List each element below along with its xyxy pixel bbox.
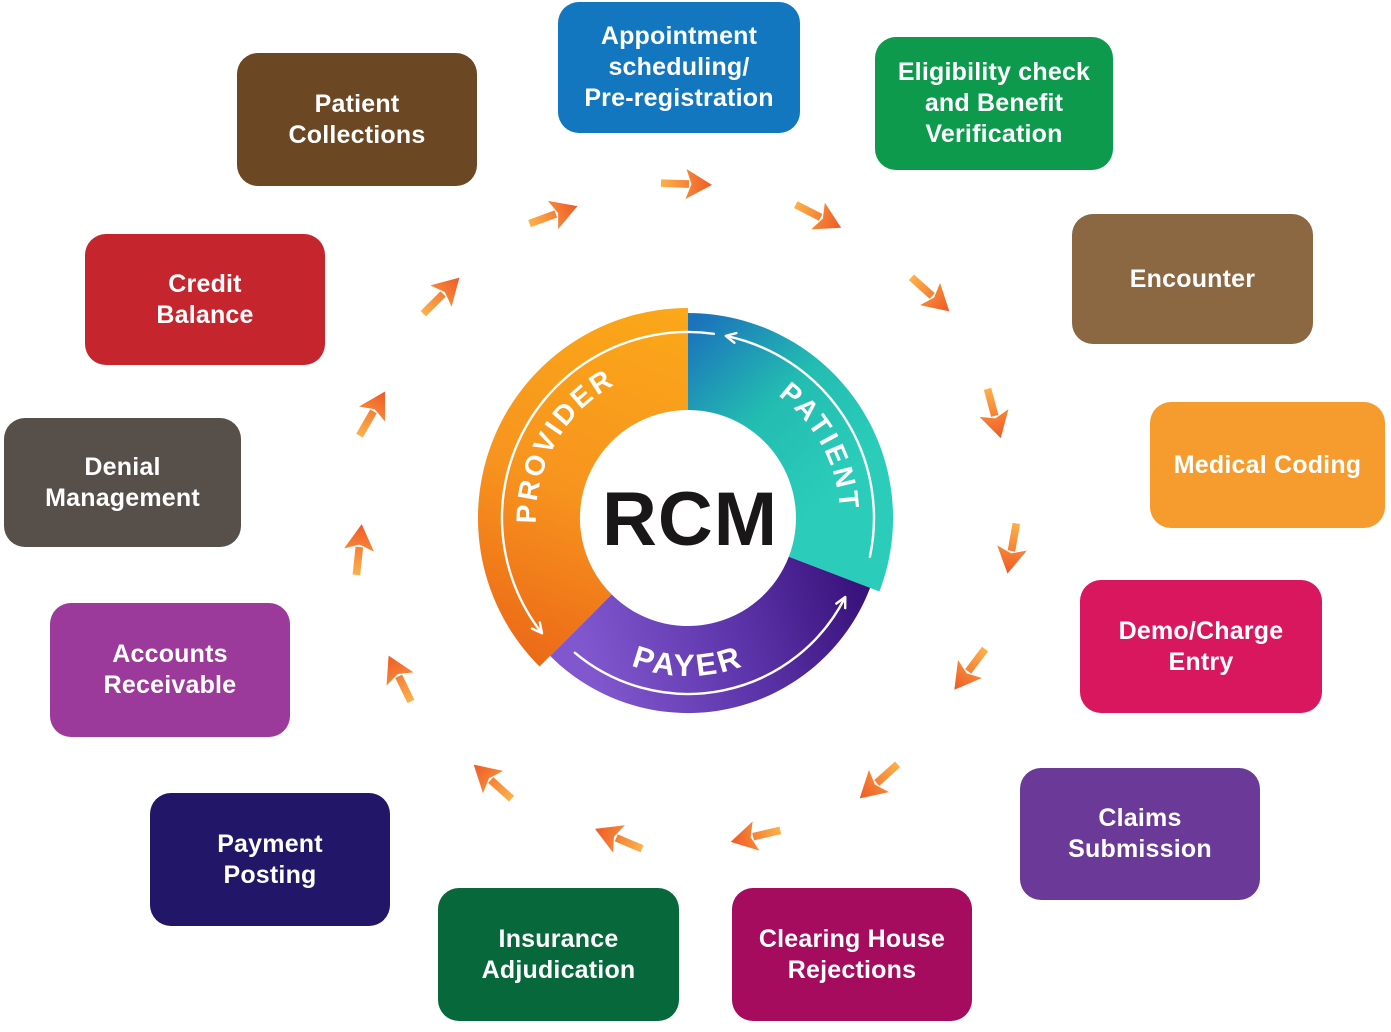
segment-payer xyxy=(550,556,871,714)
step-encounter: Encounter xyxy=(1072,214,1313,344)
flow-arrow-icon xyxy=(942,640,998,699)
flow-arrow-icon xyxy=(341,522,377,577)
step-accounts-receivable: Accounts Receivable xyxy=(50,603,290,737)
step-label-line: Receivable xyxy=(103,671,237,699)
step-label-line: Pre-registration xyxy=(584,84,774,112)
flow-arrow-icon xyxy=(788,191,848,242)
flow-arrow-icon xyxy=(412,267,470,325)
step-label-line: Medical Coding xyxy=(1173,450,1362,479)
step-label-line: Submission xyxy=(1068,835,1212,863)
step-label-line: Rejections xyxy=(787,955,917,984)
step-label-line: Accounts xyxy=(112,640,228,668)
step-label-line: Management xyxy=(45,483,200,512)
segment-provider xyxy=(477,308,688,667)
step-label-line: Denial xyxy=(84,452,161,481)
provider-direction-arrow-icon xyxy=(500,330,716,633)
patient-direction-arrow-icon xyxy=(727,336,876,558)
wheel-center-title: RCM xyxy=(602,477,778,562)
step-label-line: scheduling/ xyxy=(608,53,750,81)
step-label-line: Appointment xyxy=(600,22,758,50)
step-label-line: Claims xyxy=(1098,804,1182,832)
flow-arrow-icon xyxy=(463,753,522,810)
flow-arrow-icon xyxy=(589,815,648,863)
step-label-line: Entry xyxy=(1168,647,1234,676)
step-patient-collections: Patient Collections xyxy=(237,53,477,186)
flow-arrow-icon xyxy=(901,266,960,323)
step-label-line: Verification xyxy=(925,120,1063,148)
step-label-line: Demo/Charge xyxy=(1118,616,1284,645)
flow-arrow-icon xyxy=(524,192,583,238)
flow-arrow-icon xyxy=(346,383,398,444)
payer-direction-arrow-icon xyxy=(573,598,845,696)
step-demo-charge-entry: Demo/Charge Entry xyxy=(1080,580,1322,713)
flow-arrow-icon xyxy=(727,815,784,857)
step-label-line: Encounter xyxy=(1129,264,1256,293)
step-appointment-scheduling: Appointment scheduling/ Pre-registration xyxy=(558,2,800,133)
step-clearing-house-rejections: Clearing House Rejections xyxy=(732,888,972,1021)
flow-arrow-icon xyxy=(992,520,1032,577)
step-label-line: Balance xyxy=(156,300,254,329)
step-label-line: Adjudication xyxy=(481,955,636,984)
step-medical-coding: Medical Coding xyxy=(1150,402,1385,528)
step-eligibility-check: Eligibility check and Benefit Verificati… xyxy=(875,37,1113,170)
step-label-line: Clearing House xyxy=(758,924,946,953)
flow-arrow-icon xyxy=(375,649,425,709)
step-label-line: Eligibility check xyxy=(897,58,1091,86)
step-insurance-adjudication: Insurance Adjudication xyxy=(438,888,679,1021)
step-credit-balance: Credit Balance xyxy=(85,234,325,365)
step-label-line: Posting xyxy=(223,860,317,889)
step-label-line: and Benefit xyxy=(924,89,1064,117)
step-denial-management: Denial Management xyxy=(4,418,241,547)
flow-arrow-icon xyxy=(849,753,908,810)
step-payment-posting: Payment Posting xyxy=(150,793,390,926)
segment-patient xyxy=(688,313,894,592)
step-label-line: Collections xyxy=(288,120,426,149)
step-label-line: Patient xyxy=(314,89,400,118)
step-claims-submission: Claims Submission xyxy=(1020,768,1260,900)
step-label-line: Credit xyxy=(168,269,242,298)
step-label-line: Insurance xyxy=(498,924,619,953)
step-label-line: Payment xyxy=(217,829,323,858)
flow-arrow-icon xyxy=(660,168,713,200)
flow-arrow-icon xyxy=(973,384,1016,442)
